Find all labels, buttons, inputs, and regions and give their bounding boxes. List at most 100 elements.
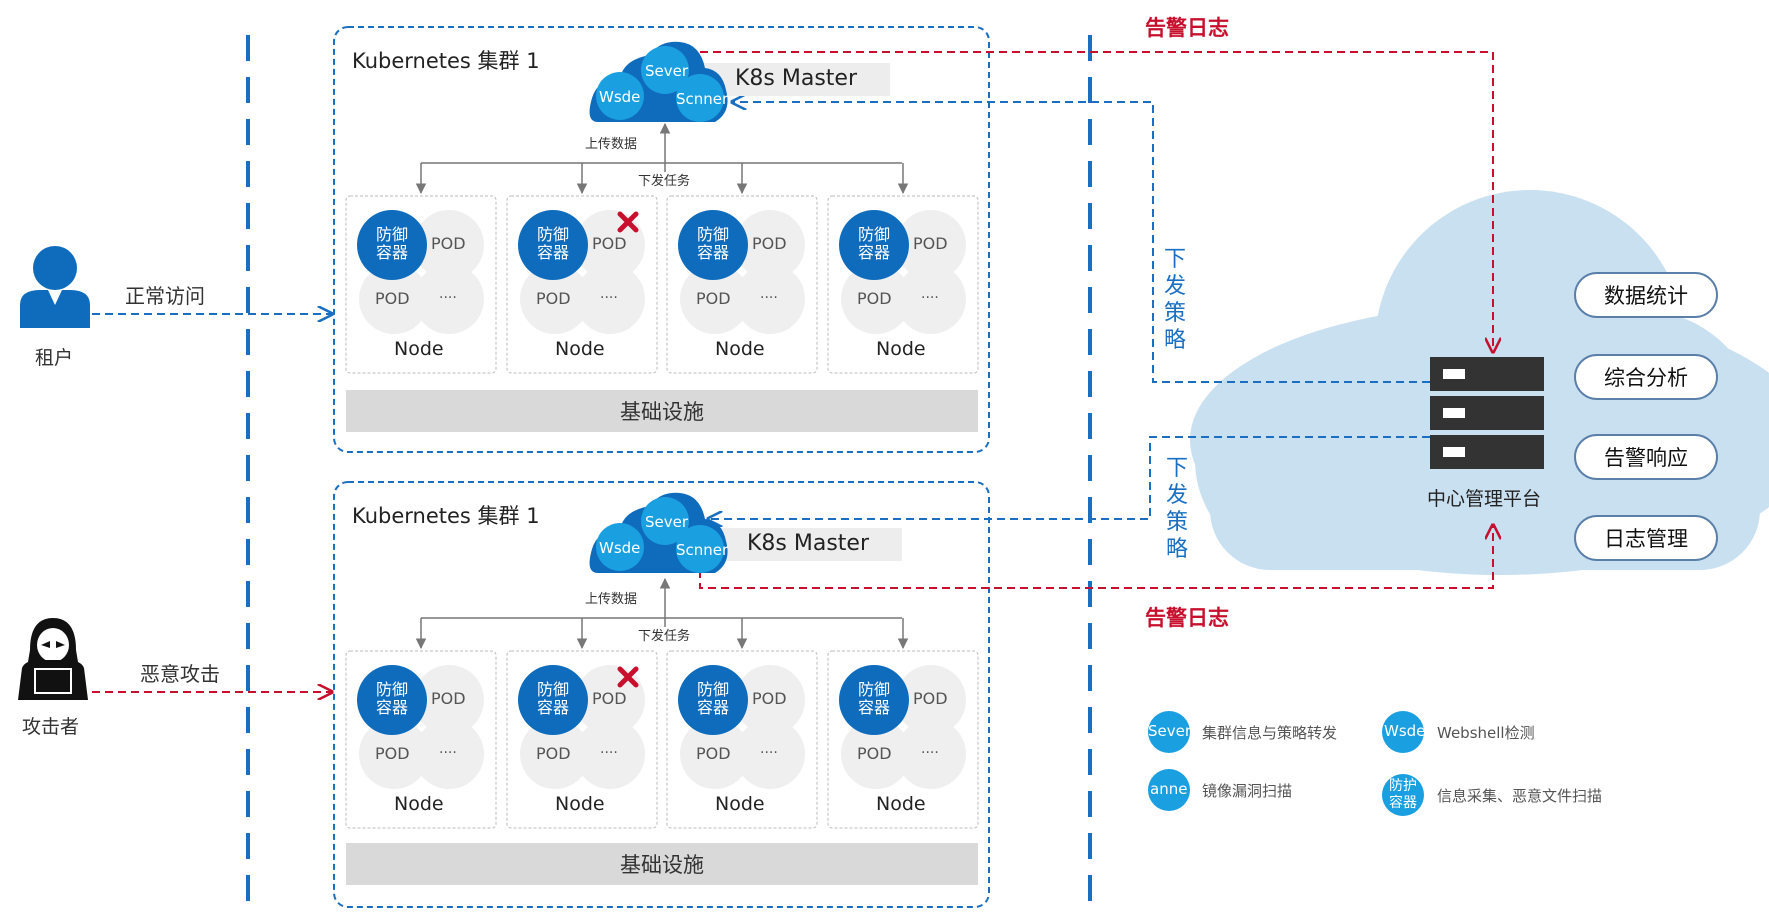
node-label: Node <box>715 338 765 360</box>
cloud-sever: Sever <box>645 513 689 531</box>
cloud-scnner: Scnner <box>676 541 729 559</box>
node-label: Node <box>715 793 765 815</box>
pod-circle <box>896 719 966 789</box>
upload-data-label: 上传数据 <box>585 592 638 607</box>
legend-text: 镜像漏洞扫描 <box>1202 782 1293 800</box>
platform-function-pill: 综合分析 <box>1574 354 1718 400</box>
legend-badge-defense <box>1382 774 1424 816</box>
more-pods-label: .... <box>921 286 939 302</box>
dispatch-task-label: 下发任务 <box>638 174 691 189</box>
alert-log-label-bottom: 告警日志 <box>1145 606 1229 630</box>
legend-text: Webshell检测 <box>1437 724 1535 742</box>
pod-circle <box>575 264 645 334</box>
cloud-sever: Sever <box>645 62 689 80</box>
legend-badge-scanner <box>1148 769 1190 811</box>
defense-container-label: 防御容器 <box>536 680 569 717</box>
node-label: Node <box>876 793 926 815</box>
legend-badge-label: 防护容器 <box>1389 778 1417 811</box>
cloud-wsde: Wsde <box>599 539 641 557</box>
more-pods-label: .... <box>600 286 618 302</box>
pod-label: POD <box>592 689 627 708</box>
node-box <box>827 195 979 374</box>
cloud-wsde: Wsde <box>599 88 641 106</box>
more-pods-label: .... <box>439 741 457 757</box>
pod-circle <box>520 719 590 789</box>
defense-container-circle <box>518 210 588 280</box>
policy-top-arrow <box>732 102 1430 383</box>
attacker-icon <box>18 618 88 700</box>
tenant-action-label: 正常访问 <box>125 284 205 308</box>
defense-container-label: 防御容器 <box>857 680 890 717</box>
pod-label: POD <box>696 744 731 763</box>
pod-label: POD <box>913 234 948 253</box>
pod-circle <box>735 264 805 334</box>
cluster-title: Kubernetes 集群 1 <box>352 504 540 528</box>
legend-badges <box>1148 711 1424 816</box>
pod-circle <box>680 264 750 334</box>
cluster-box-top <box>333 26 990 453</box>
infrastructure-bar: 基础设施 <box>346 390 978 432</box>
more-pods-label: .... <box>760 286 778 302</box>
defense-container-circle <box>839 665 909 735</box>
pod-label: POD <box>752 234 787 253</box>
pod-circle <box>414 719 484 789</box>
legend-badge-label: Wsde <box>1384 722 1426 740</box>
pod-label: POD <box>696 289 731 308</box>
pod-label: POD <box>375 744 410 763</box>
cluster-box-bottom <box>333 481 990 908</box>
infrastructure-bar: 基础设施 <box>346 843 978 885</box>
defense-container-label: 防御容器 <box>696 225 729 262</box>
more-pods-label: .... <box>921 741 939 757</box>
legend-text: 集群信息与策略转发 <box>1202 724 1338 742</box>
server-icon <box>1430 357 1544 469</box>
blocked-icon <box>617 211 639 233</box>
legend-badge-wsde <box>1382 711 1424 753</box>
defense-container-circle <box>357 665 427 735</box>
pod-circle <box>575 210 645 280</box>
k8s-master-label: K8s Master <box>735 66 858 91</box>
pod-label: POD <box>536 289 571 308</box>
node-box <box>506 650 658 829</box>
node-label: Node <box>555 338 605 360</box>
node-label: Node <box>394 338 444 360</box>
alert-log-label-top: 告警日志 <box>1145 16 1229 40</box>
pod-circle <box>575 665 645 735</box>
pod-label: POD <box>431 234 466 253</box>
legend-badge-label: anne <box>1150 780 1188 798</box>
pod-circle <box>414 210 484 280</box>
dispatch-task-label: 下发任务 <box>638 629 691 644</box>
pod-circle <box>359 719 429 789</box>
pod-circle <box>414 264 484 334</box>
platform-function-pill: 告警响应 <box>1574 434 1718 480</box>
pod-circle <box>735 719 805 789</box>
alert-log-top-arrow <box>700 51 1493 352</box>
platform-function-pill: 日志管理 <box>1574 515 1718 561</box>
cloud-scnner: Scnner <box>676 90 729 108</box>
defense-container-circle <box>357 210 427 280</box>
node-box <box>345 650 497 829</box>
k8s-master-label: K8s Master <box>747 531 870 556</box>
pod-label: POD <box>913 689 948 708</box>
pod-circle <box>414 665 484 735</box>
pod-circle <box>735 210 805 280</box>
pod-circle <box>735 665 805 735</box>
node-box <box>666 195 818 374</box>
pod-circle <box>896 665 966 735</box>
pod-label: POD <box>857 744 892 763</box>
upload-data-label: 上传数据 <box>585 137 638 152</box>
legend-badge-sever <box>1148 711 1190 753</box>
k8s-master-label-bg <box>700 63 890 96</box>
pod-label: POD <box>857 289 892 308</box>
node-box <box>666 650 818 829</box>
defense-container-label: 防御容器 <box>696 680 729 717</box>
node-box <box>345 195 497 374</box>
platform-name: 中心管理平台 <box>1427 488 1542 510</box>
policy-label-bottom: 下发策略 <box>1165 456 1188 562</box>
pod-label: POD <box>752 689 787 708</box>
node-label: Node <box>394 793 444 815</box>
attacker-action-label: 恶意攻击 <box>140 662 220 686</box>
pod-label: POD <box>536 744 571 763</box>
pod-circle <box>896 210 966 280</box>
defense-container-label: 防御容器 <box>536 225 569 262</box>
